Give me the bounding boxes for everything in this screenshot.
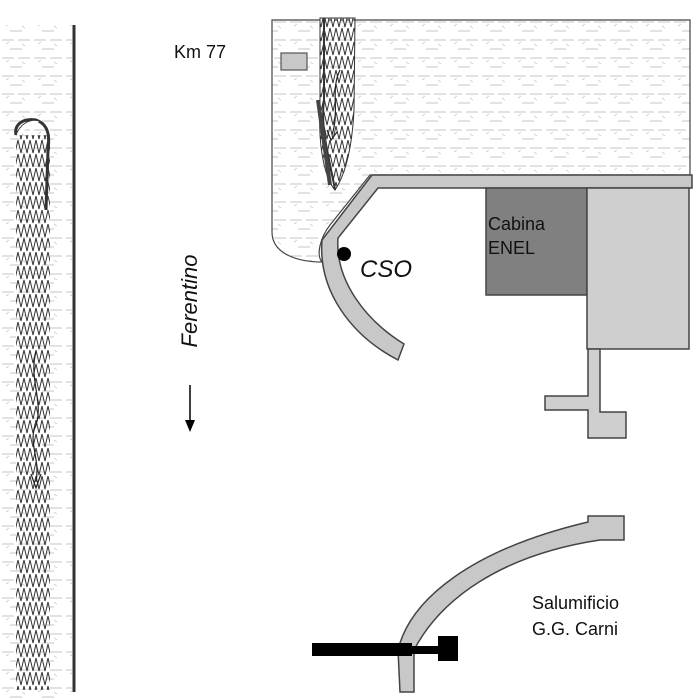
cso-label: CSO <box>360 256 413 283</box>
top-stream <box>316 17 356 191</box>
salumificio-label: Salumificio G.G. Carni <box>532 590 619 642</box>
branch-road <box>544 348 627 439</box>
cso-point[interactable] <box>337 247 351 261</box>
lower-road[interactable] <box>397 515 625 693</box>
left-stream <box>14 118 51 690</box>
main-road[interactable] <box>320 174 693 362</box>
salumificio-line2: G.G. Carni <box>532 619 619 639</box>
cabina-enel-label: Cabina ENEL <box>488 212 588 260</box>
large-building <box>586 187 690 350</box>
small-building <box>280 52 308 71</box>
ferentino-label: Ferentino <box>177 254 202 348</box>
pipeline <box>312 636 458 661</box>
salumificio-line1: Salumificio <box>532 593 620 613</box>
cabina-enel-building[interactable] <box>485 187 588 296</box>
ferentino-arrow <box>185 385 195 432</box>
cabina-line1: Cabina <box>488 214 546 234</box>
cabina-line2: ENEL <box>488 238 536 258</box>
km-marker-label: Km 77 <box>174 42 227 62</box>
